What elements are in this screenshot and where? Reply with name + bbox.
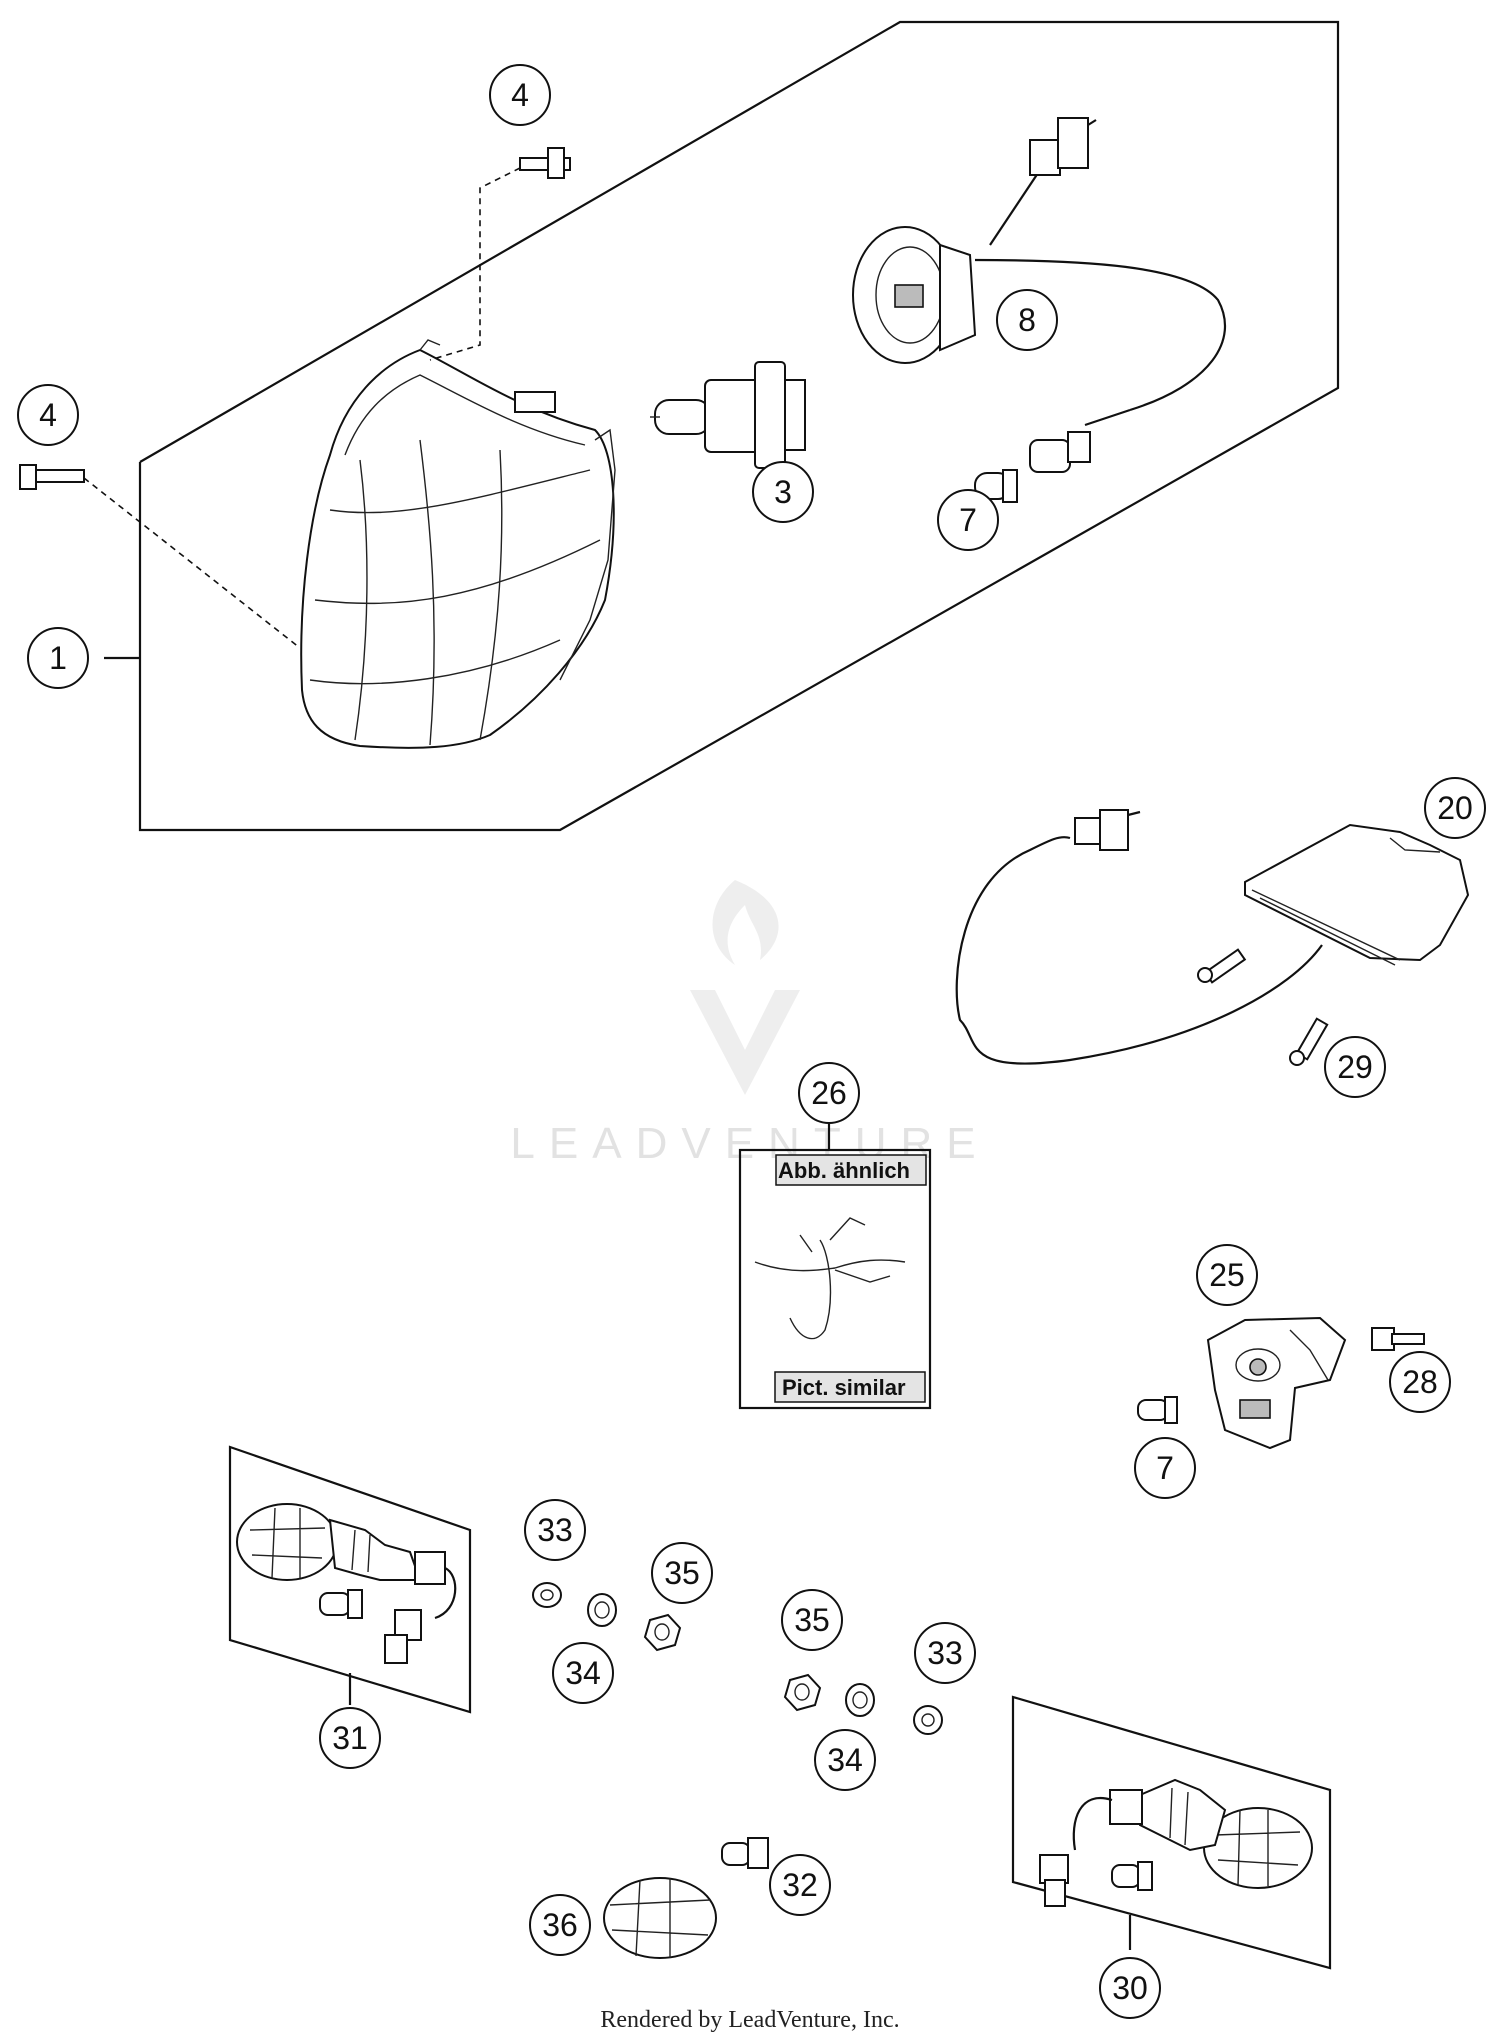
callout-7-plate[interactable]: 7 <box>1134 1437 1196 1499</box>
svg-text:35: 35 <box>664 1555 700 1591</box>
callout-8[interactable]: 8 <box>996 289 1058 351</box>
svg-text:36: 36 <box>542 1907 578 1943</box>
callout-29[interactable]: 29 <box>1324 1036 1386 1098</box>
harness-top-label-box <box>775 1154 927 1186</box>
parking-bulb <box>974 431 1091 503</box>
callout-30[interactable]: 30 <box>1099 1957 1161 2019</box>
callout-33-right[interactable]: 33 <box>914 1622 976 1684</box>
left-indicator-box <box>228 1445 472 1714</box>
callout-32[interactable]: 32 <box>769 1854 831 1916</box>
svg-text:7: 7 <box>959 502 977 538</box>
watermark: LEADVENTURE <box>510 880 976 1168</box>
bolt-top <box>429 147 571 361</box>
svg-text:28: 28 <box>1402 1364 1438 1400</box>
callout-26[interactable]: 26 <box>798 1062 860 1124</box>
callout-34-left[interactable]: 34 <box>552 1642 614 1704</box>
svg-text:34: 34 <box>565 1655 601 1691</box>
callout-4-left[interactable]: 4 <box>17 384 79 446</box>
svg-text:33: 33 <box>537 1512 573 1548</box>
bolt-left <box>19 464 301 649</box>
svg-text:32: 32 <box>782 1867 818 1903</box>
indicator-lens-loose <box>603 1877 717 1959</box>
callout-4-top[interactable]: 4 <box>489 64 551 126</box>
license-plate-light <box>1137 1316 1425 1450</box>
svg-text:29: 29 <box>1337 1049 1373 1085</box>
svg-text:25: 25 <box>1209 1257 1245 1293</box>
svg-text:35: 35 <box>794 1602 830 1638</box>
svg-text:34: 34 <box>827 1742 863 1778</box>
svg-text:4: 4 <box>39 397 57 433</box>
footer-credit: Rendered by LeadVenture, Inc. <box>600 2007 899 2033</box>
headlight-assembly-frame <box>104 20 1340 832</box>
harness-bottom-label: Pict. similar <box>782 1375 906 1400</box>
callout-25[interactable]: 25 <box>1196 1244 1258 1306</box>
callout-35-left[interactable]: 35 <box>651 1542 713 1604</box>
harness-top-label: Abb. ähnlich <box>778 1158 910 1183</box>
svg-text:8: 8 <box>1018 302 1036 338</box>
harness-bottom-label-box <box>774 1371 926 1403</box>
svg-text:30: 30 <box>1112 1970 1148 2006</box>
callout-20[interactable]: 20 <box>1424 777 1486 839</box>
tail-light-assembly <box>955 809 1470 1066</box>
headlight-housing <box>300 339 616 749</box>
indicator-bulb-loose <box>721 1837 769 1869</box>
hardware-set-left <box>532 1582 682 1652</box>
callouts: 1 3 4 4 7 7 8 20 25 26 28 29 30 31 32 33… <box>17 64 1486 2019</box>
svg-text:4: 4 <box>511 77 529 113</box>
svg-text:20: 20 <box>1437 790 1473 826</box>
svg-text:33: 33 <box>927 1635 963 1671</box>
svg-text:3: 3 <box>774 474 792 510</box>
callout-36[interactable]: 36 <box>529 1894 591 1956</box>
svg-text:26: 26 <box>811 1075 847 1111</box>
headlight-bulb <box>650 361 806 469</box>
hardware-set-right <box>783 1673 943 1735</box>
callout-7-headlight[interactable]: 7 <box>937 489 999 551</box>
flame-logo-icon <box>690 880 800 1095</box>
callout-3[interactable]: 3 <box>752 461 814 523</box>
callout-31[interactable]: 31 <box>319 1707 381 1769</box>
bulb-socket <box>852 117 1227 427</box>
callout-28[interactable]: 28 <box>1389 1351 1451 1413</box>
right-indicator-box <box>1011 1695 1332 1970</box>
callout-35-right[interactable]: 35 <box>781 1589 843 1651</box>
wiring-harness-box: Abb. ähnlich Pict. similar <box>738 1113 932 1410</box>
callout-33-left[interactable]: 33 <box>524 1499 586 1561</box>
svg-text:31: 31 <box>332 1720 368 1756</box>
callout-34-right[interactable]: 34 <box>814 1729 876 1791</box>
svg-text:1: 1 <box>49 640 67 676</box>
callout-1[interactable]: 1 <box>27 627 89 689</box>
svg-text:7: 7 <box>1156 1450 1174 1486</box>
